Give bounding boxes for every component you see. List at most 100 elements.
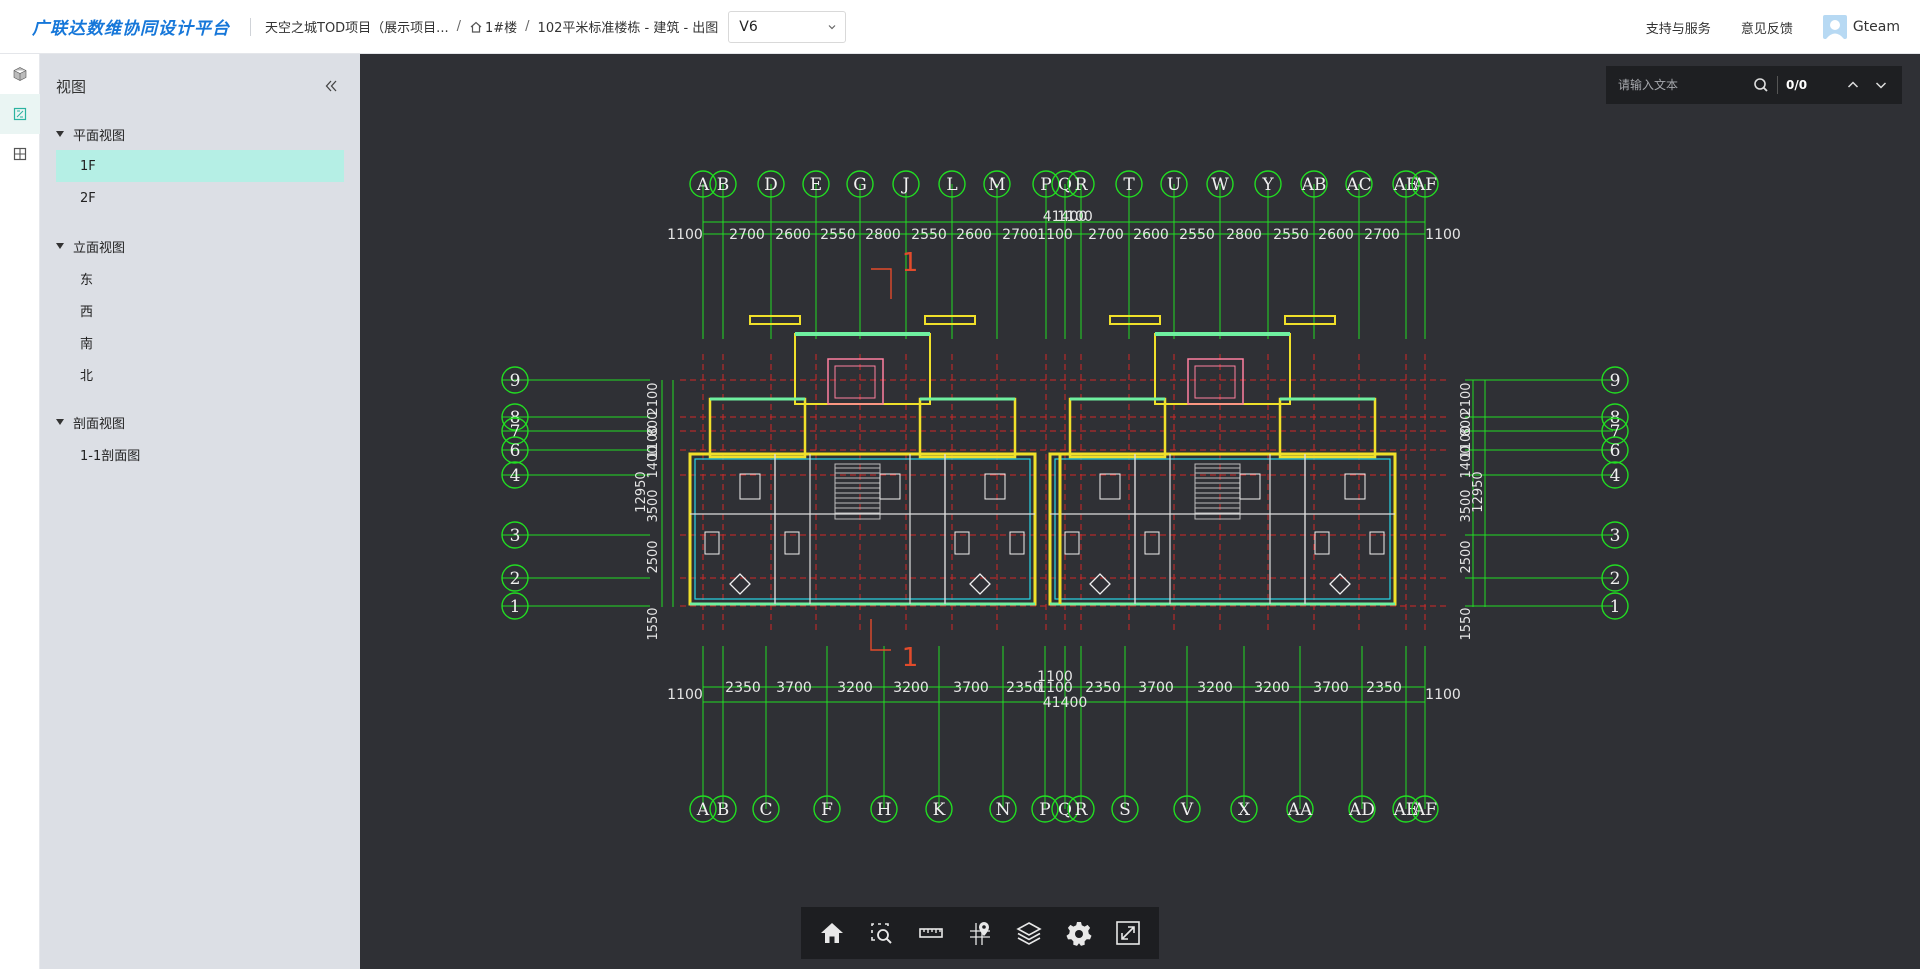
- tree-view-item[interactable]: 1-1剖面图: [80, 448, 141, 464]
- panel-title: 视图: [56, 77, 87, 96]
- total-dimension-bottom: 41400: [1043, 695, 1088, 711]
- axis-bubble: [1206, 170, 1234, 198]
- axis-bubble: [752, 795, 780, 823]
- axis-bubble: [1160, 170, 1188, 198]
- tree-view-item[interactable]: 北: [80, 368, 94, 384]
- dimension-label-top: 2550: [1273, 227, 1309, 243]
- layers-button[interactable]: [1009, 913, 1049, 953]
- previous-result-button[interactable]: [1842, 74, 1864, 96]
- version-select[interactable]: V6: [728, 10, 847, 43]
- tree-group-header[interactable]: 平面视图: [40, 118, 360, 150]
- elevator-car: [834, 365, 876, 399]
- tree-view-item[interactable]: 2F: [80, 190, 96, 206]
- furniture: [1064, 531, 1080, 555]
- app-logo[interactable]: 广联达数维协同设计平台: [32, 19, 230, 39]
- breadcrumb-building[interactable]: 1#楼: [469, 17, 517, 36]
- dimension-label-top: 2600: [956, 227, 992, 243]
- axis-bubble: [1411, 170, 1439, 198]
- axis-label-top: T: [1123, 175, 1135, 195]
- axis-label-bottom: P: [1039, 800, 1050, 820]
- interior-line: [1054, 458, 1391, 600]
- tree-view-item[interactable]: 1F: [56, 150, 344, 182]
- axis-bubble: [501, 564, 529, 592]
- furniture: [1009, 531, 1025, 555]
- support-link[interactable]: 支持与服务: [1645, 21, 1711, 37]
- furniture: [1099, 473, 1121, 500]
- tree-view-item[interactable]: 东: [80, 272, 94, 288]
- chevron-down-icon: [828, 24, 836, 29]
- breadcrumb-project[interactable]: 天空之城TOD项目（展示项目...: [265, 21, 449, 36]
- tree-group-header[interactable]: 立面视图: [40, 230, 360, 262]
- dimension-label-bottom: 1100: [667, 687, 703, 703]
- search-icon[interactable]: [1753, 77, 1769, 93]
- location-button[interactable]: [960, 913, 1000, 953]
- location-pin-icon: [969, 922, 990, 945]
- axis-label-left: 6: [510, 441, 521, 461]
- dimension-label-bottom: 3700: [1138, 680, 1174, 696]
- wall: [708, 397, 807, 459]
- axis-bubble: [1345, 170, 1373, 198]
- sheet-view-button[interactable]: [0, 134, 40, 174]
- axis-bubble: [709, 170, 737, 198]
- tree-group-header[interactable]: 剖面视图: [40, 406, 360, 438]
- furniture: [969, 573, 991, 595]
- axis-bubble: [1032, 170, 1060, 198]
- axis-label-bottom: AD: [1348, 800, 1375, 820]
- dimension-label-bottom: 2350: [1366, 680, 1402, 696]
- axis-label-bottom: B: [717, 800, 730, 820]
- home-view-button[interactable]: [812, 913, 852, 953]
- chevron-down-icon: [1875, 82, 1887, 89]
- axis-bubble: [709, 795, 737, 823]
- tree-view-item[interactable]: 南: [80, 336, 94, 352]
- elevator-car: [1194, 365, 1236, 399]
- axis-label-top: P: [1040, 175, 1051, 195]
- tree-group-label: 平面视图: [73, 128, 126, 144]
- dimension-label-top: 1100: [1425, 227, 1461, 243]
- view-tree: 平面视图 1F 2F 立面视图东西南北剖面视图 1-1剖面图: [40, 118, 360, 470]
- measure-button[interactable]: [911, 913, 951, 953]
- zoom-window-button[interactable]: [861, 913, 901, 953]
- axis-bubble: [1392, 795, 1420, 823]
- panel-header: 视图: [40, 54, 360, 118]
- dimension-label-bottom: 2350: [1006, 680, 1042, 696]
- axis-bubble: [813, 795, 841, 823]
- axis-bubble: [925, 795, 953, 823]
- settings-button[interactable]: [1059, 913, 1099, 953]
- collapse-panel-icon[interactable]: [324, 79, 338, 93]
- measure-icon: [918, 928, 943, 938]
- tree-group-spacer: [40, 390, 360, 406]
- user-menu[interactable]: Gteam: [1822, 15, 1900, 39]
- dimension-label-bottom: 3200: [837, 680, 873, 696]
- axis-label-left: 7: [510, 422, 521, 442]
- axis-bubble: [983, 170, 1011, 198]
- dimension-label-bottom: 1100: [1425, 687, 1461, 703]
- axis-bubble: [1601, 417, 1629, 445]
- axis-label-top: L: [946, 175, 957, 195]
- search-input[interactable]: [1618, 78, 1748, 92]
- fullscreen-button[interactable]: [1108, 913, 1148, 953]
- dimension-label-right: 1550: [1459, 607, 1474, 640]
- axis-bubble: [1173, 795, 1201, 823]
- model-view-button[interactable]: [0, 54, 40, 94]
- tree-view-item[interactable]: 西: [80, 304, 94, 320]
- dimension-label-bottom: 3200: [893, 680, 929, 696]
- axis-label-bottom: AA: [1287, 800, 1313, 820]
- furniture: [1344, 473, 1366, 500]
- furniture: [1239, 473, 1261, 500]
- left-icon-rail: [0, 54, 40, 969]
- caret-down-icon: [56, 243, 64, 249]
- axis-label-top: R: [1075, 175, 1089, 195]
- dimension-label-top: 2700: [1002, 227, 1038, 243]
- axis-label-bottom: V: [1180, 800, 1194, 820]
- exterior-wall: [1048, 452, 1397, 606]
- axis-bubble: [689, 170, 717, 198]
- axis-bubble: [689, 795, 717, 823]
- next-result-button[interactable]: [1870, 74, 1892, 96]
- drawing-view-button[interactable]: [0, 94, 40, 134]
- axis-bubble: [1051, 170, 1079, 198]
- feedback-link[interactable]: 意见反馈: [1740, 21, 1793, 37]
- axis-bubble: [1411, 795, 1439, 823]
- axis-label-bottom: F: [821, 800, 833, 820]
